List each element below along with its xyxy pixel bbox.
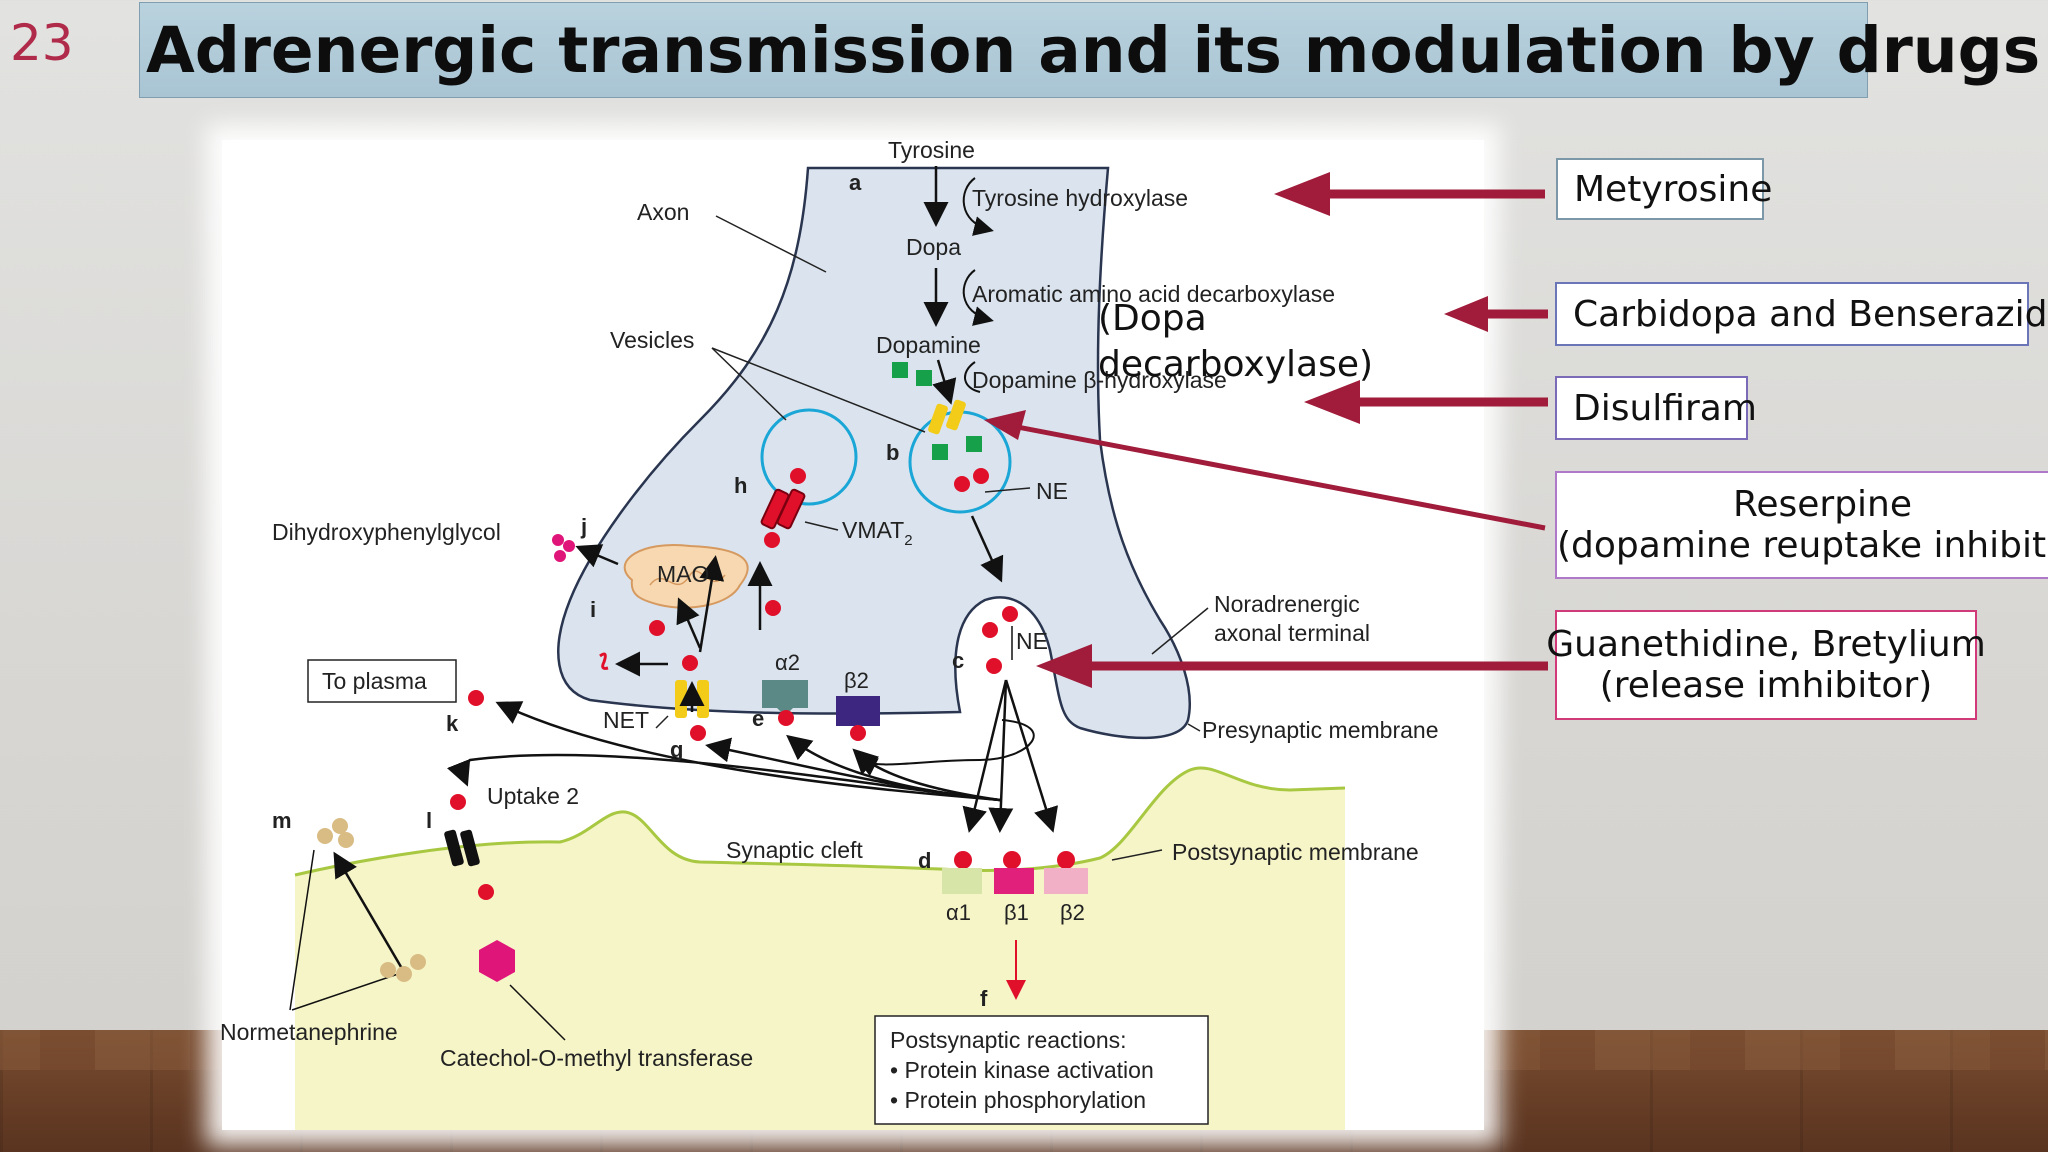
drug-box-disulfiram: Disulfiram xyxy=(1555,376,1757,440)
label-h: h xyxy=(734,473,747,498)
label-dihydroxyphenylglycol: Dihydroxyphenylglycol xyxy=(272,519,501,545)
drug-label-guanethidine: Guanethidine, Bretylium xyxy=(1546,624,1986,665)
label-dbh: Dopamine β-hydroxylase xyxy=(972,367,1227,393)
post-reaction-2: • Protein phosphorylation xyxy=(890,1087,1146,1113)
label-ne-release: NE xyxy=(1016,628,1048,654)
label-ne-vesicle: NE xyxy=(1036,478,1068,504)
label-d: d xyxy=(918,848,931,873)
label-postsynaptic-membrane: Postsynaptic membrane xyxy=(1172,839,1419,865)
comt-hexagon xyxy=(479,940,515,982)
drug-box-guanethidine: Guanethidine, Bretylium (release imhibit… xyxy=(1546,610,1986,720)
title-bar: Adrenergic transmission and its modulati… xyxy=(139,2,2040,98)
label-noradrenergic-1: Noradrenergic xyxy=(1214,591,1360,617)
label-f: f xyxy=(980,986,988,1011)
label-vesicles: Vesicles xyxy=(610,327,694,353)
dopa-note-line-1: (Dopa xyxy=(1098,298,1207,339)
label-b: b xyxy=(886,440,899,465)
label-dopamine: Dopamine xyxy=(876,332,981,358)
drug-label-reserpine-note: (dopamine reuptake inhibitor) xyxy=(1557,525,2048,566)
drug-label-guanethidine-note: (release imhibitor) xyxy=(1599,665,1933,706)
label-presynaptic-membrane: Presynaptic membrane xyxy=(1202,717,1439,743)
drug-box-metyrosine: Metyrosine xyxy=(1556,158,1772,220)
slide-number: 23 xyxy=(10,14,74,72)
label-axon: Axon xyxy=(637,199,689,225)
post-reaction-1: • Protein kinase activation xyxy=(890,1057,1154,1083)
post-reactions-title: Postsynaptic reactions: xyxy=(890,1027,1127,1053)
vesicle-empty xyxy=(760,408,858,506)
label-mao: MAO xyxy=(657,561,709,587)
label-uptake2: Uptake 2 xyxy=(487,783,579,809)
label-tyrosine-hydroxylase: Tyrosine hydroxylase xyxy=(972,185,1188,211)
label-l: l xyxy=(426,808,432,833)
drug-label-metyrosine: Metyrosine xyxy=(1574,168,1773,210)
dopa-note-line-2: decarboxylase) xyxy=(1098,344,1374,385)
label-comt: Catechol-O-methyl transferase xyxy=(440,1045,753,1071)
label-tyrosine: Tyrosine xyxy=(888,137,975,163)
label-k: k xyxy=(446,711,459,736)
axon-terminal xyxy=(557,166,1191,740)
label-noradrenergic-2: axonal terminal xyxy=(1214,620,1370,646)
label-a: a xyxy=(849,170,862,195)
label-synaptic-cleft: Synaptic cleft xyxy=(726,837,863,863)
label-m: m xyxy=(272,808,292,833)
label-i: i xyxy=(590,597,596,622)
label-e: e xyxy=(752,706,764,731)
label-beta2-post: β2 xyxy=(1060,900,1085,925)
label-net: NET xyxy=(603,707,649,733)
label-to-plasma: To plasma xyxy=(322,668,427,694)
postsynaptic-membrane xyxy=(294,766,1346,877)
label-j: j xyxy=(580,514,587,539)
label-alpha2: α2 xyxy=(775,650,800,675)
label-dopa: Dopa xyxy=(906,234,961,260)
drug-label-carbidopa: Carbidopa and Benserazide xyxy=(1573,293,2048,335)
drug-label-disulfiram: Disulfiram xyxy=(1573,387,1757,429)
drug-box-reserpine: Reserpine (dopamine reuptake inhibitor) xyxy=(1555,471,2048,579)
drug-box-carbidopa: Carbidopa and Benserazide xyxy=(1555,282,2048,346)
label-beta1: β1 xyxy=(1004,900,1029,925)
label-aadc: Aromatic amino acid decarboxylase xyxy=(972,281,1335,307)
slide-title: Adrenergic transmission and its modulati… xyxy=(146,13,2041,87)
label-g: g xyxy=(670,737,683,762)
label-normetanephrine: Normetanephrine xyxy=(220,1019,398,1045)
dopa-decarboxylase-note: (Dopa decarboxylase) xyxy=(1098,296,1398,388)
label-beta2-pre: β2 xyxy=(844,668,869,693)
vesicle-b xyxy=(908,410,1012,514)
label-c: c xyxy=(952,648,964,673)
label-alpha1: α1 xyxy=(946,900,971,925)
drug-label-reserpine: Reserpine xyxy=(1732,484,1913,525)
label-vmat2: VMAT2 xyxy=(842,517,913,549)
